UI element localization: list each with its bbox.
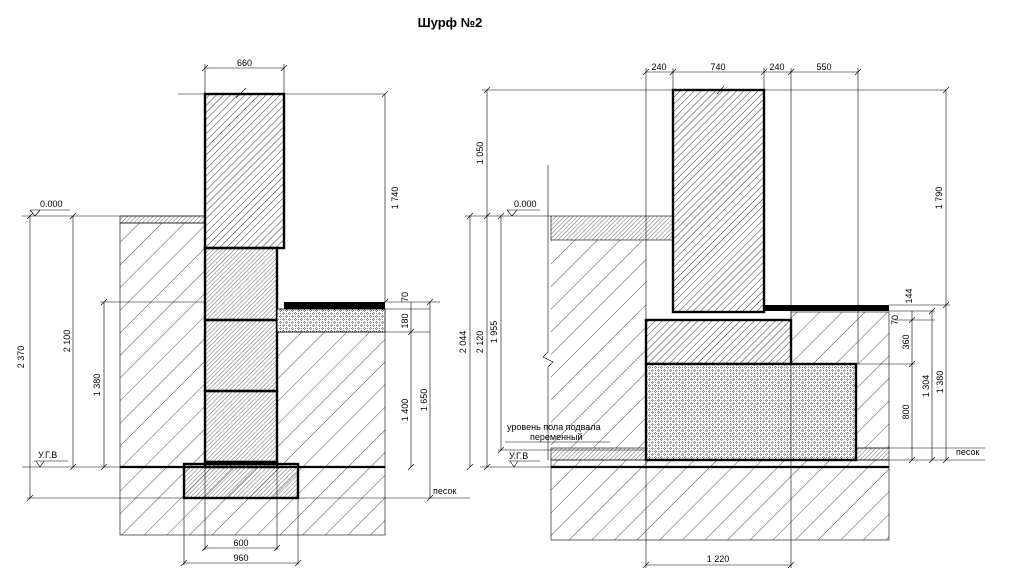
left-soil-inner — [276, 331, 386, 468]
dim-1740-label: 1 740 — [390, 187, 400, 210]
right-soil-base — [550, 459, 890, 541]
dim-2100-label: 2 100 — [62, 330, 72, 353]
left-level-zero: 0.000 — [40, 199, 63, 209]
right-floor-slab — [764, 305, 889, 311]
right-gwl-label: У.Г.В — [509, 451, 528, 461]
dim-144-label: 144 — [904, 288, 914, 303]
left-gwl-label: У.Г.В — [38, 450, 57, 460]
dim-740-label: 740 — [710, 62, 725, 72]
dim-180-label: 180 — [400, 313, 410, 328]
basement-note-line1: уровень пола подвала — [507, 422, 601, 432]
dim-1955-label: 1 955 — [489, 321, 499, 344]
left-floor-slab — [284, 302, 385, 309]
left-soil-outer — [119, 222, 206, 468]
left-topsoil — [119, 215, 206, 224]
dim-1650-label: 1 650 — [419, 389, 429, 412]
dim-1050-label: 1 050 — [475, 142, 485, 165]
left-block-2 — [203, 318, 279, 393]
dim-800-label: 800 — [901, 404, 911, 419]
left-upper-wall — [203, 92, 286, 250]
dim-1380-label: 1 380 — [92, 374, 102, 397]
left-soil-base — [119, 466, 386, 536]
dim-1220-label: 1 220 — [707, 554, 730, 564]
left-section: 660 0.000 У.Г.В песок 2 370 2 100 1 380 — [16, 58, 470, 567]
dim-70r-label: 70 — [890, 315, 900, 325]
right-soil-outer — [551, 240, 646, 448]
basement-note-line2: переменный — [530, 432, 583, 442]
right-level-zero: 0.000 — [514, 199, 537, 209]
dim-2044-label: 2 044 — [458, 331, 468, 354]
left-block-1 — [203, 246, 279, 322]
right-upper-wall — [671, 88, 766, 314]
left-block-3 — [203, 389, 279, 464]
right-section: 240 740 240 550 0.000 1 050 2 044 2 120 … — [458, 62, 985, 569]
left-floor-base — [276, 308, 386, 333]
dim-960-label: 960 — [233, 553, 248, 563]
right-topsoil — [550, 215, 674, 241]
left-footing — [182, 462, 300, 500]
dim-550-label: 550 — [816, 62, 831, 72]
right-footing-beam — [644, 318, 793, 366]
dim-360-label: 360 — [901, 334, 911, 349]
dim-240a-label: 240 — [651, 62, 666, 72]
right-sand-label: песок — [956, 447, 979, 457]
dim-600-label: 600 — [233, 538, 248, 548]
drawing-title: Шурф №2 — [417, 15, 483, 30]
dim-1790-label: 1 790 — [934, 187, 944, 210]
left-sand-label: песок — [433, 486, 456, 496]
right-rubble-base — [644, 362, 858, 462]
dim-240b-label: 240 — [769, 62, 784, 72]
dim-70-label: 70 — [400, 292, 410, 302]
dim-660-label: 660 — [237, 58, 252, 68]
dim-2370-label: 2 370 — [16, 346, 26, 369]
dim-2120-label: 2 120 — [475, 331, 485, 354]
dim-1400-label: 1 400 — [400, 399, 410, 422]
dim-1304-label: 1 304 — [921, 375, 931, 398]
dim-1380r-label: 1 380 — [935, 371, 945, 394]
